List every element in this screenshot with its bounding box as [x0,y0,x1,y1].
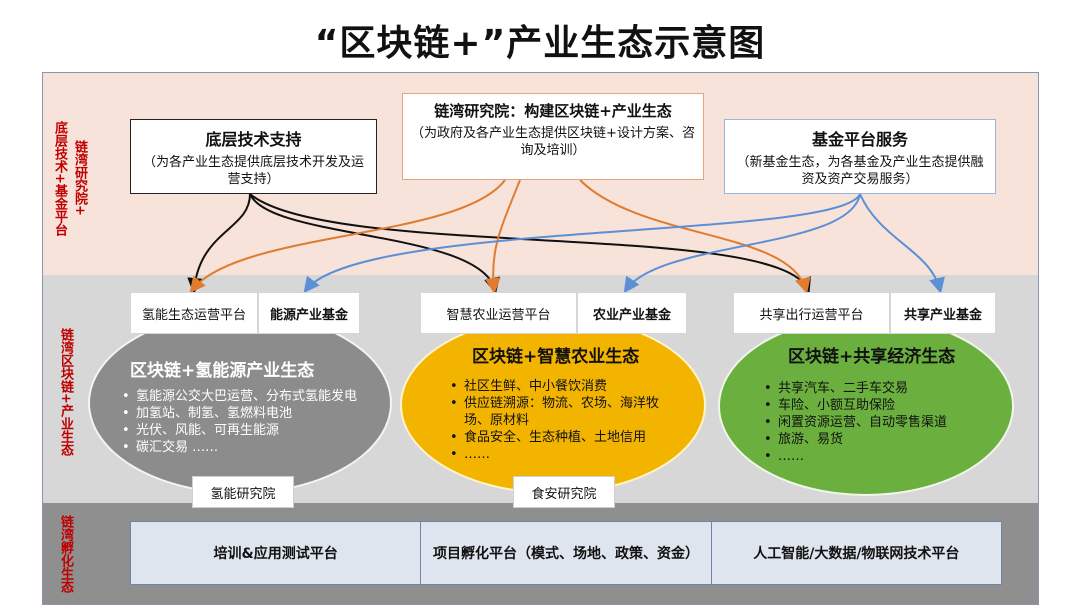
incubation-platform-row: 培训&应用测试平台 项目孵化平台（模式、场地、政策、资金） 人工智能/大数据/物… [130,521,1002,585]
ai-bigdata-iot-platform: 人工智能/大数据/物联网技术平台 [710,522,1001,584]
list-item: …… [450,446,670,463]
list-item: 社区生鲜、中小餐饮消费 [450,378,670,395]
sharing-ecosystem-list: 共享汽车、二手车交易 车险、小额互助保险 闲置资源运营、自动零售渠道 旅游、易货… [764,380,994,465]
list-item: 碳汇交易 …… [122,439,362,456]
side-label-incubation: 链湾孵化生态 [58,515,73,593]
agri-platform-label: 智慧农业运营平台 [420,292,577,334]
fund-service-box: 基金平台服务 （新基金生态，为各基金及产业生态提供融资及资产交易服务） [724,119,996,194]
project-incubation-platform: 项目孵化平台（模式、场地、政策、资金） [420,522,710,584]
arrow-tech-agri [249,193,500,294]
food-safety-institute-label: 食安研究院 [513,476,615,508]
sharing-platform-label: 共享出行运营平台 [733,292,890,334]
arrow-institute-hydrogen [189,179,506,294]
research-institute-desc: （为政府及各产业生态提供区块链+设计方案、咨询及培训） [411,126,695,158]
tech-support-desc: （为各产业生态提供底层技术开发及运营支持） [142,155,364,187]
list-item: 供应链溯源：物流、农场、海洋牧场、原材料 [450,395,670,429]
agri-fund-label: 农业产业基金 [577,292,687,334]
arrow-fund-agri [623,193,861,294]
list-item: 光伏、风能、可再生能源 [122,422,362,439]
side-label-ecosystem: 链湾区块链+产业生态 [58,328,73,456]
hydrogen-ecosystem-title: 区块链+氢能源产业生态 [130,361,315,381]
arrow-institute-sharing [579,179,811,294]
list-item: 氢能源公交大巴运营、分布式氢能发电 [122,388,362,405]
arrow-tech-sharing [249,193,811,294]
agri-ecosystem-title: 区块链+智慧农业生态 [472,347,640,367]
agri-ecosystem-list: 社区生鲜、中小餐饮消费 供应链溯源：物流、农场、海洋牧场、原材料 食品安全、生态… [450,378,670,463]
sharing-ecosystem-title: 区块链+共享经济生态 [788,347,956,367]
list-item: 加氢站、制氢、氢燃料电池 [122,405,362,422]
arrow-tech-hydrogen [187,193,251,294]
sharing-ecosystem-ellipse: 区块链+共享经济生态 共享汽车、二手车交易 车险、小额互助保险 闲置资源运营、自… [718,316,1014,496]
side-label-institute: 链湾研究院+ [72,140,87,216]
agri-ecosystem-ellipse: 区块链+智慧农业生态 社区生鲜、中小餐饮消费 供应链溯源：物流、农场、海洋牧场、… [400,316,706,494]
research-institute-box: 链湾研究院：构建区块链+产业生态 （为政府及各产业生态提供区块链+设计方案、咨询… [402,93,704,180]
energy-fund-label: 能源产业基金 [258,292,360,334]
side-label-foundation: 底层技术+基金平台 [52,120,67,236]
hydrogen-ecosystem-ellipse: 区块链+氢能源产业生态 氢能源公交大巴运营、分布式氢能发电 加氢站、制氢、氢燃料… [88,312,392,494]
arrow-fund-sharing [859,193,945,294]
arrow-fund-hydrogen [303,193,861,294]
hydrogen-platform-label: 氢能生态运营平台 [130,292,258,334]
sharing-fund-label: 共享产业基金 [890,292,996,334]
diagram-frame [42,72,1039,605]
research-institute-title: 链湾研究院：构建区块链+产业生态 [434,102,672,120]
arrow-institute-agri [484,179,521,294]
training-testing-platform: 培训&应用测试平台 [213,546,338,562]
list-item: 共享汽车、二手车交易 [764,380,994,397]
list-item: 闲置资源运营、自动零售渠道 [764,414,994,431]
hydrogen-ecosystem-list: 氢能源公交大巴运营、分布式氢能发电 加氢站、制氢、氢燃料电池 光伏、风能、可再生… [122,388,362,456]
list-item: 食品安全、生态种植、土地信用 [450,429,670,446]
tech-support-box: 底层技术支持 （为各产业生态提供底层技术开发及运营支持） [130,119,377,194]
hydrogen-institute-label: 氢能研究院 [192,476,294,508]
list-item: …… [764,448,994,465]
tech-support-title: 底层技术支持 [205,130,302,149]
list-item: 旅游、易货 [764,431,994,448]
diagram-title: “区块链+”产业生态示意图 [314,23,766,64]
list-item: 车险、小额互助保险 [764,397,994,414]
fund-service-title: 基金平台服务 [811,130,908,149]
fund-service-desc: （新基金生态，为各基金及产业生态提供融资及资产交易服务） [736,155,984,187]
